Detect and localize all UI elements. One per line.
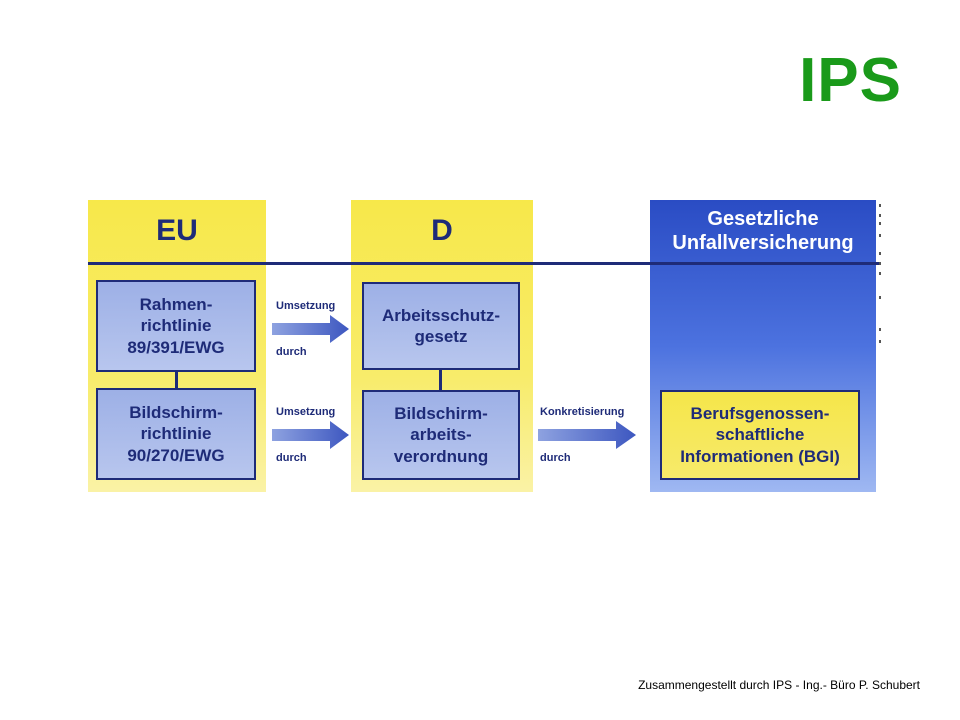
arrow-right-icon [538,421,636,449]
column-gu-title: Gesetzliche Unfallversicherung [672,208,854,254]
arrow2-label-top: Umsetzung [276,406,336,418]
arrow1-label-bottom: durch [276,346,307,358]
footer-credit: Zusammengestellt durch IPS - Ing.- Büro … [638,678,920,692]
arrow1-label-top: Umsetzung [276,300,336,312]
arrow2-label-bottom: durch [276,452,307,464]
box-rahmenrichtlinie: Rahmen- richtlinie 89/391/EWG [96,280,256,372]
arrow-right-icon [272,315,349,343]
arrow3-label-bottom: durch [540,452,571,464]
column-d-title: D [431,214,453,247]
header-divider-line [88,262,880,265]
edge-marks [879,204,881,343]
ips-logo: IPS [799,46,902,115]
box-bgi: Berufsgenossen- schaftliche Informatione… [660,390,860,480]
connector-d [439,370,442,390]
connector-eu [175,372,178,388]
column-eu-title: EU [156,214,198,247]
arrow3-label-top: Konkretisierung [540,406,625,418]
box-bildschirmrichtlinie: Bildschirm- richtlinie 90/270/EWG [96,388,256,480]
box-arbeitsschutzgesetz: Arbeitsschutz- gesetz [362,282,520,370]
arrow-right-icon [272,421,349,449]
box-bildschirmarbeitsverordnung: Bildschirm- arbeits- verordnung [362,390,520,480]
